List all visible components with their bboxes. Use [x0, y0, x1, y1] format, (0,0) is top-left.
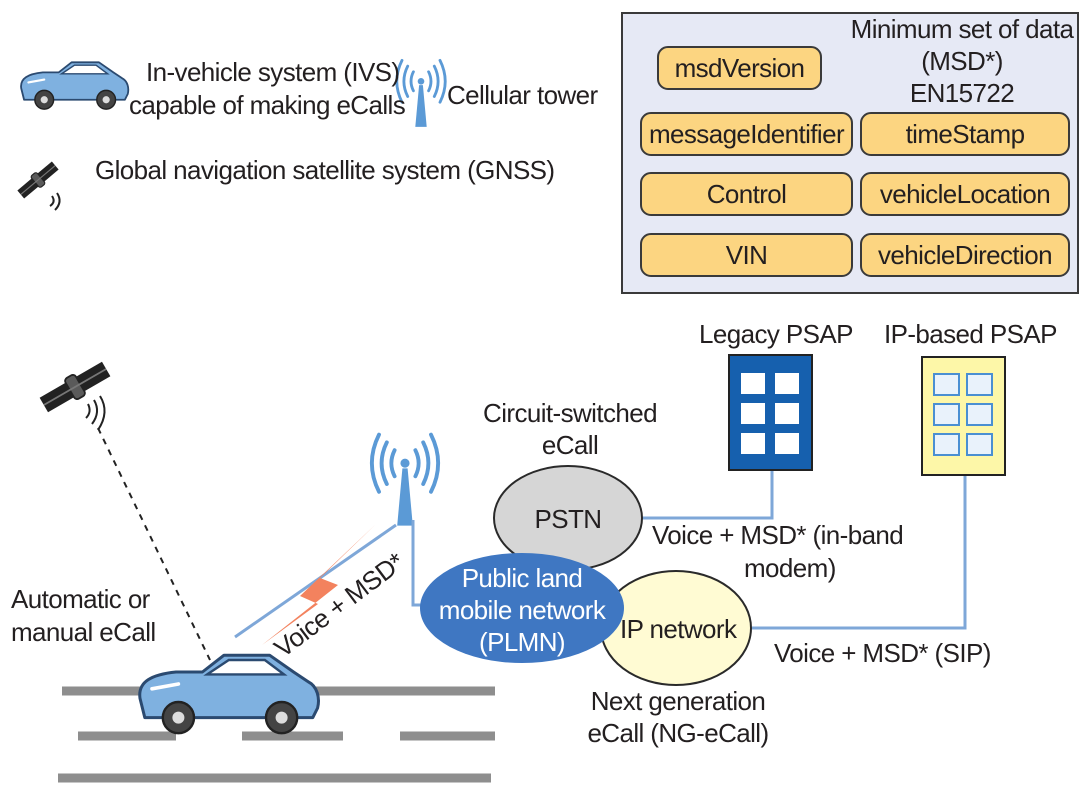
ng-ecall-line1: Next generation — [590, 686, 766, 716]
legend-satellite-icon — [15, 159, 61, 201]
plmn-ellipse — [420, 553, 624, 663]
legend-ivs-line2: capable of making eCalls — [129, 90, 406, 120]
msd-title-line3: EN15722 — [909, 78, 1015, 108]
car-label-line2: manual eCall — [11, 617, 156, 647]
circuit-switched-line1: Circuit-switched — [483, 398, 657, 428]
ip-network-label: IP network — [620, 614, 737, 644]
legend-gnss-label: Global navigation satellite system (GNSS… — [95, 155, 555, 185]
inband-link-label-line1: Voice + MSD* (in-band — [652, 520, 904, 550]
circuit-switched-line2: eCall — [541, 430, 599, 460]
lightning-icon — [262, 524, 376, 645]
ng-ecall-line2: eCall (NG-eCall) — [587, 718, 769, 748]
ip-psap-building — [921, 356, 1006, 476]
vehicle-icon — [137, 653, 321, 736]
msd-field-timestamp: timeStamp — [860, 112, 1070, 156]
msd-title-line1: Minimum set of data — [850, 14, 1074, 44]
legend-ivs-line1: In-vehicle system (IVS) — [146, 57, 400, 87]
legacy-psap-building — [728, 354, 813, 471]
inband-link-label-line2: modem) — [744, 553, 836, 583]
ip-psap-link — [752, 475, 967, 630]
plmn-label-line3: (PLMN) — [479, 627, 566, 657]
legacy-psap-label: Legacy PSAP — [699, 319, 853, 349]
legend-tower-label: Cellular tower — [447, 80, 598, 110]
cellular-tower-icon — [369, 432, 441, 528]
ip-psap-label: IP-based PSAP — [884, 319, 1057, 349]
satellite-signal-icon — [85, 395, 106, 431]
pstn-legacy-link — [625, 470, 774, 520]
satellite-icon — [36, 357, 114, 417]
pstn-label: PSTN — [534, 504, 603, 534]
msd-field-vehicledirection: vehicleDirection — [860, 233, 1070, 277]
plmn-label-line2: mobile network — [438, 595, 606, 625]
legend-satellite-signal-icon — [49, 192, 61, 211]
msd-field-msdversion: msdVersion — [657, 46, 822, 90]
msd-title-line2: (MSD*) — [921, 46, 1003, 76]
legend-car-icon — [19, 61, 130, 111]
msd-field-control: Control — [640, 172, 853, 216]
msd-field-vehiclelocation: vehicleLocation — [860, 172, 1070, 216]
radio-link-line — [234, 523, 397, 639]
sip-link-label: Voice + MSD* (SIP) — [774, 638, 991, 668]
car-label-line1: Automatic or — [11, 584, 150, 614]
plmn-label-line1: Public land — [461, 563, 583, 593]
msd-field-vin: VIN — [640, 233, 853, 277]
msd-field-messageidentifier: messageIdentifier — [640, 112, 853, 156]
